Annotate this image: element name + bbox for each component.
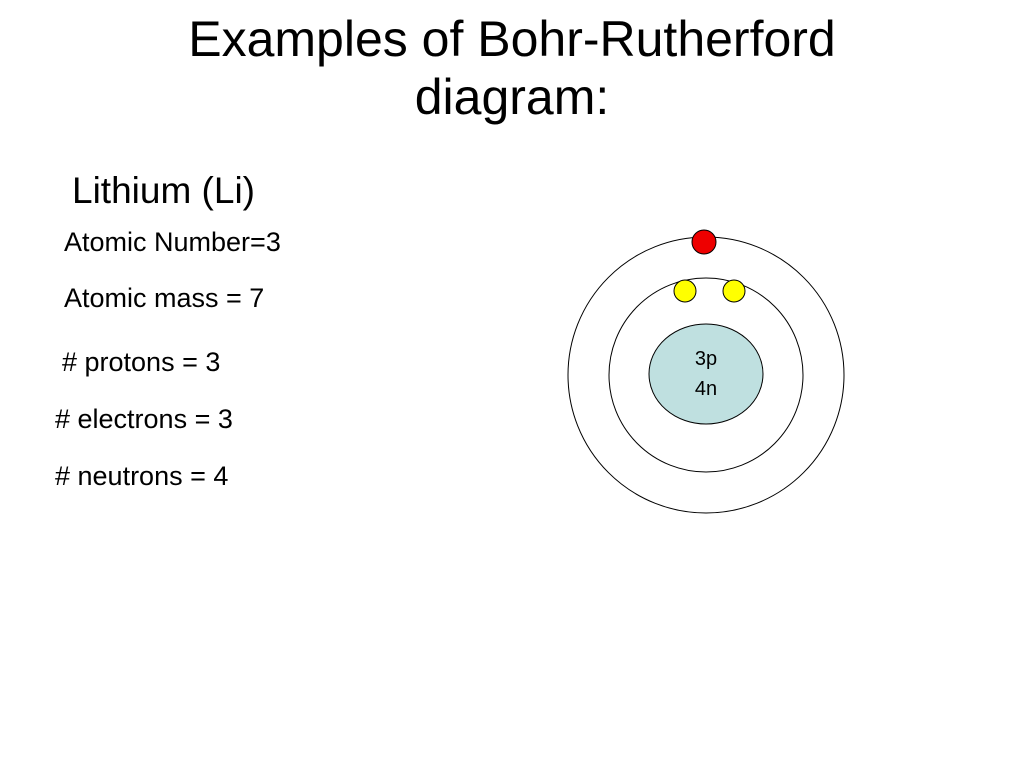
inner-electron-shell [608,277,804,473]
nucleus-protons-label: 3p [695,348,717,370]
element-name: Lithium (Li) [72,170,255,211]
atomic-number-fact: Atomic Number=3 [64,227,281,257]
protons-fact: # protons = 3 [62,347,221,377]
slide-title-line-1: Examples of Bohr-Rutherford [188,11,836,67]
nucleus-neutrons-label: 4n [695,378,717,400]
electrons-fact: # electrons = 3 [55,404,233,434]
slide-title: Examples of Bohr-Rutherford diagram: [0,10,1024,126]
nucleus [648,323,764,425]
slide-title-line-2: diagram: [414,69,610,125]
atomic-mass-fact: Atomic mass = 7 [64,283,265,313]
inner-shell-electron [722,279,746,303]
neutrons-fact: # neutrons = 4 [55,461,229,491]
outer-shell-electron [691,229,717,255]
inner-shell-electron [673,279,697,303]
